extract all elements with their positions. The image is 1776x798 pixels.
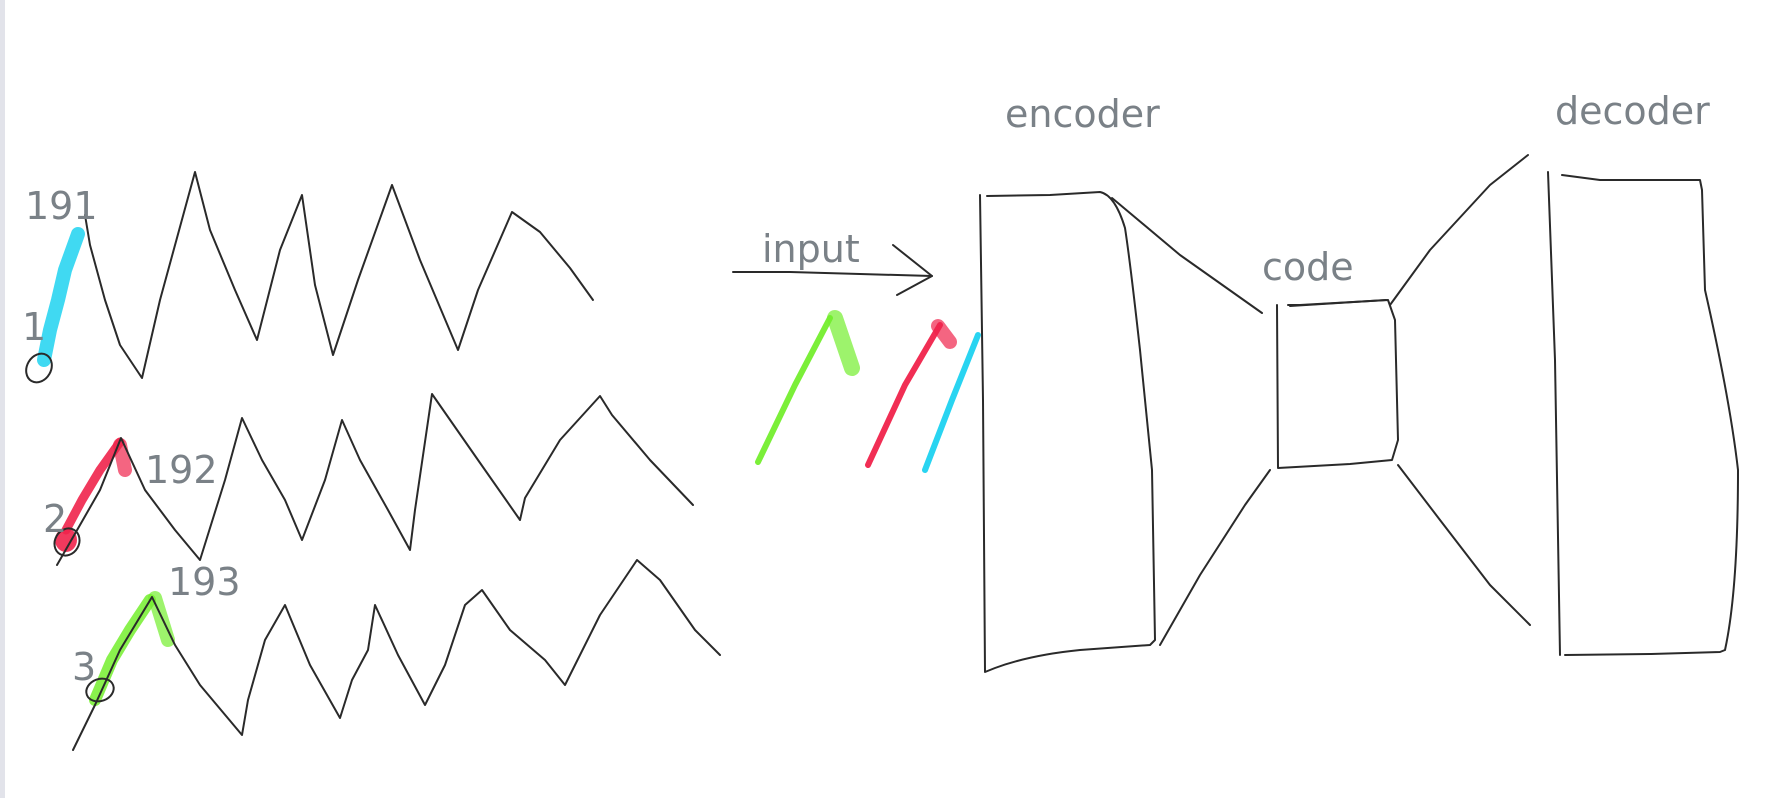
decoder-shape [1561, 174, 1739, 656]
waveform-1 [25, 171, 594, 384]
highlight-cyan-stroke [37, 227, 85, 367]
encoder-block [979, 191, 1271, 673]
input-sample-green-flag [827, 310, 860, 376]
highlight-red-stroke [61, 437, 125, 535]
arrow-head [892, 244, 933, 296]
encoder-shape [979, 191, 1156, 673]
window-edge [0, 0, 5, 798]
wave2-value-label: 192 [145, 448, 218, 492]
arrow-shaft [732, 271, 933, 277]
encoder-to-code-bottom [1159, 469, 1271, 646]
sample-point-1 [25, 352, 53, 384]
code-label: code [1262, 245, 1354, 289]
signal-line-1 [84, 171, 594, 379]
encoder-label: encoder [1005, 92, 1160, 136]
wave1-index-label: 1 [22, 305, 46, 349]
decoder-label: decoder [1555, 89, 1710, 133]
input-sample-red [865, 322, 943, 468]
input-samples [755, 310, 981, 473]
highlight-red-blob [55, 528, 77, 552]
decoder-left-edge [1547, 171, 1561, 656]
sample-point-3 [85, 677, 115, 703]
wave2-index-label: 2 [43, 497, 67, 541]
wave1-value-label: 191 [25, 184, 98, 228]
input-arrow [732, 244, 933, 296]
code-to-decoder-bottom [1397, 464, 1531, 626]
signal-line-2 [56, 393, 694, 566]
code-to-decoder-top [1389, 154, 1529, 306]
code-top-edge [1289, 299, 1387, 307]
code-shape [1276, 299, 1399, 469]
wave3-value-label: 193 [168, 560, 241, 604]
code-block [1276, 299, 1399, 469]
input-sample-cyan [922, 332, 981, 473]
sample-point-2 [53, 527, 81, 557]
decoder-block [1389, 154, 1739, 656]
input-sample-red-flag [931, 319, 957, 349]
waveform-2 [53, 393, 694, 566]
encoder-to-code-top [1111, 197, 1263, 314]
input-sample-green [755, 315, 833, 465]
signal-line-3 [72, 559, 721, 751]
highlight-red-flag [113, 438, 132, 477]
waveform-3 [72, 559, 721, 751]
input-label: input [762, 227, 860, 271]
wave3-index-label: 3 [72, 645, 96, 689]
